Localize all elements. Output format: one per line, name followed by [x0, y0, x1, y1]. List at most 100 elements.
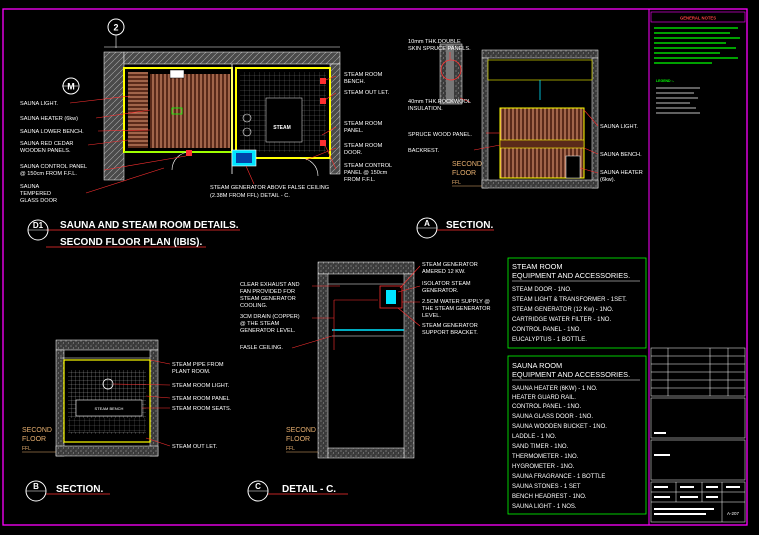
- plan-generator-note-2: (2.38M FROM FFL) DETAIL - C.: [210, 193, 290, 199]
- section-a-heater-2: (6kw).: [600, 177, 616, 183]
- grid-bubble-2: [107, 18, 125, 36]
- detail-c: CLEAR EXHAUST AND FAN PROVIDED FOR STEAM…: [240, 261, 490, 502]
- plan-title-line1: SAUNA AND STEAM ROOM DETAILS.: [60, 220, 239, 231]
- section-a-floor-1: SECOND: [452, 161, 482, 168]
- title-block: GENERAL NOTES LEGEND :-: [650, 11, 746, 523]
- plan-label-lower-bench: SAUNA LOWER BENCH.: [20, 129, 84, 135]
- section-a-note-top-2: SKIN SPRUCE PANELS.: [408, 46, 471, 52]
- sauna-list-item: CONTROL PANEL - 1NO.: [512, 404, 581, 410]
- section-b-steam-pipe-2: PLANT ROOM.: [172, 369, 211, 375]
- sauna-list-item: SAUNA GLASS DOOR - 1NO.: [512, 414, 593, 420]
- detail-c-water-3: LEVEL.: [422, 313, 441, 319]
- section-a-sauna-light: SAUNA LIGHT.: [600, 124, 638, 130]
- detail-c-exhaust-1: CLEAR EXHAUST AND: [240, 282, 300, 288]
- detail-c-exhaust-3: STEAM GENERATOR: [240, 296, 296, 302]
- detail-c-bubble-label: C: [255, 482, 261, 491]
- detail-c-drain-2: @ THE STEAM: [240, 321, 279, 327]
- sauna-list-heading-2: EQUIPMENT AND ACCESSORIES.: [512, 370, 630, 379]
- sauna-list-heading-1: SAUNA ROOM: [512, 361, 562, 370]
- steam-list-item: CARTRIDGE WATER FILTER - 1NO.: [512, 317, 611, 323]
- steam-list-item: CONTROL PANEL - 1NO.: [512, 327, 581, 333]
- plan-label-steam-outlet: STEAM OUT LET.: [344, 90, 390, 96]
- floor-plan: 2 M STEAM: [20, 18, 392, 248]
- steam-list-item: STEAM LIGHT & TRANSFORMER - 1SET.: [512, 297, 627, 303]
- plan-label-steam-bench-2: BENCH.: [344, 79, 366, 85]
- section-b-light: STEAM ROOM LIGHT.: [172, 383, 230, 389]
- sauna-list-item: BENCH HEADREST - 1NO.: [512, 494, 587, 500]
- section-a-sauna-bench: SAUNA BENCH.: [600, 152, 642, 158]
- plan-label-steam-panel-1: STEAM ROOM: [344, 121, 383, 127]
- sauna-heater: [169, 69, 185, 79]
- section-b: STEAM BENCH STEAM PIPE FROM PLANT ROOM. …: [22, 339, 232, 502]
- plan-label-steam-bench-1: STEAM ROOM: [344, 72, 383, 78]
- section-b-seats: STEAM ROOM SEATS.: [172, 406, 232, 412]
- detail-c-drain-3: GENERATOR LEVEL.: [240, 328, 296, 334]
- detail-c-exhaust-4: COOLING.: [240, 303, 268, 309]
- steam-equipment-list: STEAM ROOM EQUIPMENT AND ACCESSORIES. ST…: [507, 257, 647, 349]
- grid-bubble-m: [62, 77, 80, 95]
- section-b-floor-1: SECOND: [22, 427, 52, 434]
- plan-wall-left: [103, 51, 125, 181]
- plan-title-line2: SECOND FLOOR PLAN (IBIS).: [60, 237, 202, 248]
- plan-label-sauna-heater: SAUNA HEATER (6kw): [20, 116, 78, 122]
- detail-c-gen-2: AMERED 12 KW.: [422, 269, 466, 275]
- legend-heading: LEGEND :-: [656, 79, 675, 83]
- plan-label-steam-door-1: STEAM ROOM: [344, 143, 383, 149]
- sheet-border: [2, 8, 748, 526]
- detail-c-drain-1: 3CM DRAIN (COPPER): [240, 314, 300, 320]
- general-notes-heading: GENERAL NOTES: [680, 16, 716, 21]
- detail-c-water-2: THE STEAM GENERATOR: [422, 306, 490, 312]
- steam-text: STEAM: [273, 125, 291, 131]
- detail-c-bracket-1: STEAM GENERATOR: [422, 323, 478, 329]
- plan-label-steam-panel-2: PANEL.: [344, 128, 364, 134]
- plan-label-steam-control-2: PANEL @ 150cm: [344, 170, 388, 176]
- sauna-list-item: SAUNA WOODEN BUCKET - 1NO.: [512, 424, 607, 430]
- sauna-list-item: SAUNA HEATER (6KW) - 1 NO.: [512, 386, 598, 392]
- detail-c-isolator-1: ISOLATOR STEAM: [422, 281, 471, 287]
- detail-c-exhaust-2: FAN PROVIDED FOR: [240, 289, 295, 295]
- sauna-list-item: SAND TIMER - 1NO.: [512, 444, 569, 450]
- plan-label-steam-control-3: FROM F.F.L.: [344, 177, 376, 183]
- section-a: 10mm THK.DOUBLE SKIN SPRUCE PANELS. 40mm…: [408, 39, 643, 239]
- section-a-note-top-1: 10mm THK.DOUBLE: [408, 39, 461, 45]
- sauna-list-item: LADDLE - 1 NO.: [512, 434, 557, 440]
- section-a-note-ins-1: 40mm THK.ROCKWOOL: [408, 99, 471, 105]
- sauna-equipment-list: SAUNA ROOM EQUIPMENT AND ACCESSORIES. SA…: [507, 355, 647, 515]
- detail-c-gen-1: STEAM GENERATOR: [422, 262, 478, 268]
- sauna-list-item: THERMOMETER - 1NO.: [512, 454, 579, 460]
- sauna-list-item: SAUNA STONES - 1 SET: [512, 484, 581, 490]
- sauna-list-item: HYGROMETER - 1NO.: [512, 464, 575, 470]
- detail-c-floor-1: SECOND: [286, 427, 316, 434]
- steam-list-heading-2: EQUIPMENT AND ACCESSORIES.: [512, 271, 630, 280]
- plan-label-control-1: SAUNA CONTROL PANEL: [20, 164, 87, 170]
- steam-list-heading-1: STEAM ROOM: [512, 262, 563, 271]
- section-a-title: SECTION.: [446, 220, 493, 231]
- section-a-floor-2: FLOOR: [452, 170, 476, 177]
- plan-label-cedar-2: WOODEN PANELS.: [20, 148, 71, 154]
- section-a-note-ins-2: INSULATION.: [408, 106, 443, 112]
- plan-label-steam-control-1: STEAM CONTROL: [344, 163, 392, 169]
- plan-label-steam-door-2: DOOR.: [344, 150, 363, 156]
- section-b-title: SECTION.: [56, 484, 103, 495]
- plan-wall-top: [123, 51, 341, 65]
- section-b-bubble-label: B: [33, 482, 39, 491]
- plan-label-sauna-light: SAUNA LIGHT.: [20, 101, 58, 107]
- sheet-number: A-207: [727, 511, 740, 516]
- section-b-floor-2: FLOOR: [22, 436, 46, 443]
- detail-c-bracket-2: SUPPORT BRACKET.: [422, 330, 478, 336]
- plan-label-door-2: TEMPERED: [20, 191, 51, 197]
- sauna-list-item: SAUNA FRAGRANCE - 1 BOTTLE: [512, 474, 605, 480]
- title-bubble-d1-label: D1: [33, 221, 44, 230]
- section-b-bench-text: STEAM BENCH: [95, 406, 124, 411]
- detail-c-title: DETAIL - C.: [282, 484, 336, 495]
- section-b-outlet: STEAM OUT LET.: [172, 444, 218, 450]
- sauna-list-item: SAUNA LIGHT - 1 NOS.: [512, 504, 577, 510]
- steam-list-item: STEAM DOOR - 1NO.: [512, 287, 572, 293]
- grid-bubble-2-label: 2: [113, 23, 118, 33]
- section-a-spruce-panel: SPRUCE WOOD PANEL.: [408, 132, 472, 138]
- section-a-heater-1: SAUNA HEATER: [600, 170, 643, 176]
- plan-label-cedar-1: SAUNA RED CEDAR: [20, 141, 73, 147]
- section-b-steam-pipe-1: STEAM PIPE FROM: [172, 362, 224, 368]
- plan-label-door-1: SAUNA: [20, 184, 40, 190]
